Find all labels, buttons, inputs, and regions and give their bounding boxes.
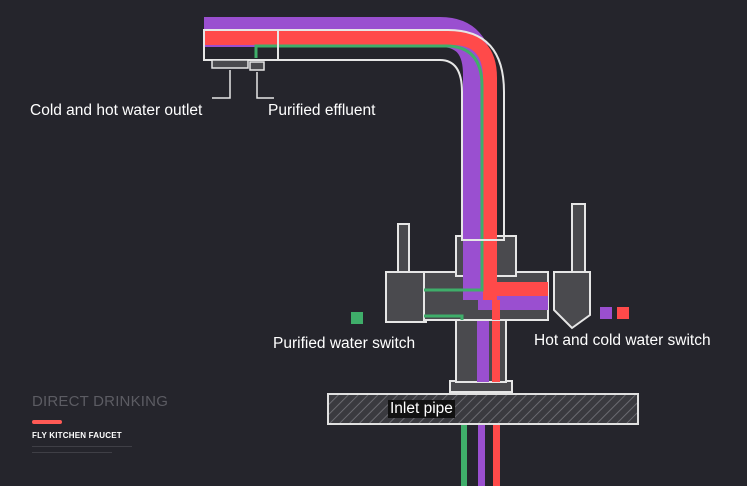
outlet-nozzle	[211, 59, 249, 69]
spout-purple	[204, 17, 493, 300]
right-switch-body	[553, 271, 591, 330]
hot-cold-legend-red	[617, 307, 629, 319]
spout-red	[204, 31, 497, 300]
right-lever	[571, 203, 586, 275]
effluent-nozzle	[249, 61, 265, 71]
hot-cold-switch-label: Hot and cold water switch	[534, 332, 711, 349]
inlet-pipe-purple	[478, 395, 485, 486]
inlet-pipe-red	[493, 395, 500, 486]
inlet-pipe-label: Inlet pipe	[388, 400, 455, 418]
brand-subtitle: FLY KITCHEN FAUCET	[32, 431, 122, 440]
brand-line-1	[32, 446, 132, 447]
purified-effluent-label: Purified effluent	[268, 102, 376, 119]
hot-cold-legend-purple	[600, 307, 612, 319]
counter-plate	[327, 393, 639, 425]
brand-accent-bar	[32, 420, 62, 424]
body-red-vertical	[492, 300, 500, 320]
effluent-leader	[256, 72, 274, 99]
left-lever	[397, 223, 410, 275]
spout-outline	[203, 29, 505, 241]
purified-switch-label: Purified water switch	[273, 335, 416, 352]
inlet-pipe-green	[461, 395, 467, 486]
stem-red	[492, 318, 500, 382]
outlet-leader	[212, 70, 231, 99]
left-switch-body	[385, 271, 427, 323]
spout-green	[254, 44, 484, 292]
brand-title: DIRECT DRINKING	[32, 393, 169, 410]
brand-line-2	[32, 452, 112, 453]
green-switch-line	[424, 314, 464, 320]
stem-purple	[477, 318, 489, 382]
purified-legend-square	[351, 312, 363, 324]
cold-hot-outlet-label: Cold and hot water outlet	[30, 102, 203, 119]
